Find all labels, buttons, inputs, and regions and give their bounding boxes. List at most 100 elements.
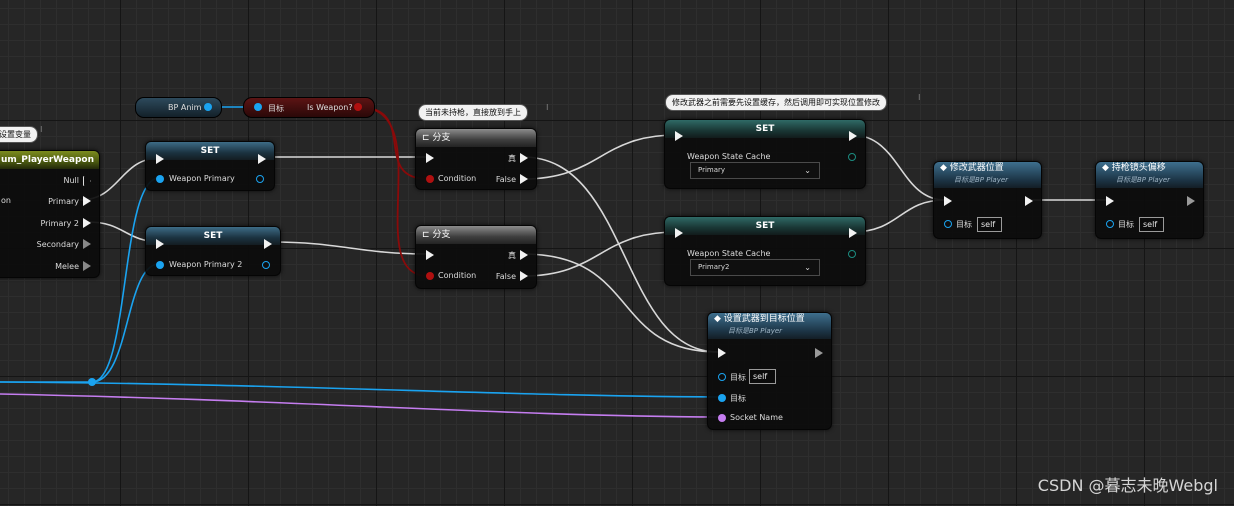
set-weapon-primary-node[interactable]: SET Weapon Primary — [145, 141, 275, 191]
comment-modify-weapon[interactable]: 修改武器之前需要先设置缓存，然后调用即可实现位置修改 — [665, 94, 887, 111]
branch-node-1[interactable]: ⊏ 分支 真 Condition False — [415, 128, 537, 190]
pin-label: Weapon State Cache — [687, 152, 771, 161]
true-label: 真 — [508, 251, 516, 260]
exec-in-pin[interactable] — [675, 228, 683, 238]
modify-weapon-position-node[interactable]: ◆ 修改武器位置 目标是BP Player 目标 self — [933, 161, 1042, 239]
weapon-state-dropdown[interactable]: Primary ⌄ — [690, 162, 820, 179]
enum-out-pin[interactable] — [848, 153, 856, 161]
node-title: SET — [755, 124, 775, 134]
object-in-pin[interactable] — [156, 175, 164, 183]
pin-label: Weapon Primary — [169, 174, 235, 183]
exec-false-pin[interactable] — [520, 271, 528, 281]
socket-name-pin[interactable] — [718, 414, 726, 422]
bp-anim-getter-node[interactable]: BP Anim — [135, 97, 222, 118]
exec-out-pin[interactable] — [1187, 196, 1195, 206]
object-out-pin[interactable] — [204, 103, 212, 111]
exec-out-pin[interactable] — [849, 131, 857, 141]
exec-out-null[interactable] — [83, 176, 91, 186]
target2-label: 目标 — [730, 394, 746, 403]
is-weapon-node[interactable]: 目标 Is Weapon? — [243, 97, 375, 118]
exec-out-primary[interactable] — [83, 196, 91, 206]
target-self-field[interactable]: self — [1139, 217, 1164, 232]
exec-out-pin[interactable] — [258, 154, 266, 164]
exec-in-pin[interactable] — [1106, 196, 1114, 206]
exec-true-pin[interactable] — [520, 250, 528, 260]
target-in-pin[interactable] — [944, 220, 952, 228]
output-label-secondary: Secondary — [36, 240, 79, 249]
bool-out-pin[interactable] — [354, 103, 362, 111]
exec-true-pin[interactable] — [520, 153, 528, 163]
exec-out-pin[interactable] — [849, 228, 857, 238]
exec-in-pin[interactable] — [156, 239, 164, 249]
pin-label: Weapon Primary 2 — [169, 260, 243, 269]
object-in-pin[interactable] — [156, 261, 164, 269]
exec-wire — [522, 253, 719, 353]
node-header: SET — [146, 142, 274, 160]
comment-set-variable[interactable]: 设置变量 — [0, 126, 38, 143]
branch-icon: ⊏ — [422, 133, 430, 143]
node-title: 修改武器位置 — [949, 163, 1004, 173]
object-out-pin[interactable] — [256, 175, 264, 183]
exec-in-pin[interactable] — [944, 196, 952, 206]
set-weapon-state-cache-node-2[interactable]: SET Weapon State Cache Primary2 ⌄ — [664, 216, 866, 286]
target-in-pin[interactable] — [718, 373, 726, 381]
node-title: 设置武器到目标位置 — [723, 314, 805, 324]
target-value: self — [753, 372, 768, 381]
exec-false-pin[interactable] — [520, 174, 528, 184]
node-title: SET — [755, 221, 775, 231]
socket-name-label: Socket Name — [730, 413, 783, 422]
comment-toggle-icon[interactable]: ⁝ — [40, 125, 43, 134]
exec-in-pin[interactable] — [426, 250, 434, 260]
weapon-state-dropdown[interactable]: Primary2 ⌄ — [690, 259, 820, 276]
node-left-fragment: on — [1, 196, 11, 205]
exec-out-melee[interactable] — [83, 261, 91, 271]
set-weapon-state-cache-node-1[interactable]: SET Weapon State Cache Primary ⌄ — [664, 119, 866, 189]
exec-in-pin[interactable] — [675, 131, 683, 141]
object-out-pin[interactable] — [262, 261, 270, 269]
target-self-field[interactable]: self — [977, 217, 1002, 232]
condition-pin[interactable] — [426, 175, 434, 183]
exec-out-primary2[interactable] — [83, 218, 91, 228]
exec-in-pin[interactable] — [156, 154, 164, 164]
enum-out-pin[interactable] — [848, 250, 856, 258]
comment-toggle-icon[interactable]: ⁝ — [918, 93, 921, 102]
false-label: False — [495, 272, 516, 281]
watermark: CSDN @暮志未晚Webgl — [1037, 476, 1218, 495]
set-weapon-primary2-node[interactable]: SET Weapon Primary 2 — [145, 226, 281, 276]
target2-in-pin[interactable] — [718, 394, 726, 402]
exec-in-pin[interactable] — [718, 348, 726, 358]
condition-pin[interactable] — [426, 272, 434, 280]
exec-in-pin[interactable] — [426, 153, 434, 163]
exec-wire — [522, 156, 719, 353]
comment-toggle-icon[interactable]: ⁝ — [546, 103, 549, 112]
false-label: False — [495, 175, 516, 184]
node-title: um_PlayerWeapon — [1, 155, 94, 165]
object-wire — [0, 381, 721, 398]
exec-wire — [851, 199, 946, 233]
target-self-field[interactable]: self — [749, 369, 776, 384]
exec-out-secondary[interactable] — [83, 239, 91, 249]
hold-gun-camera-offset-node[interactable]: ◆ 持枪镜头偏移 目标是BP Player 目标 self — [1095, 161, 1204, 239]
dropdown-value: Primary2 — [698, 263, 730, 271]
node-title: 持枪镜头偏移 — [1111, 163, 1166, 173]
node-header: ◆ 持枪镜头偏移 目标是BP Player — [1096, 162, 1203, 188]
exec-out-pin[interactable] — [1025, 196, 1033, 206]
comment-not-holding[interactable]: 当前未持枪，直接放到手上 — [418, 104, 528, 121]
target-in-pin[interactable] — [254, 103, 262, 111]
branch-node-2[interactable]: ⊏ 分支 真 Condition False — [415, 225, 537, 289]
exec-wire — [522, 231, 677, 277]
target-in-pin[interactable] — [1106, 220, 1114, 228]
exec-wire — [271, 241, 429, 255]
node-title: SET — [203, 231, 223, 241]
target-label: 目标 — [956, 220, 972, 229]
set-weapon-to-target-node[interactable]: ◆ 设置武器到目标位置 目标是BP Player 目标 self 目标 Sock… — [707, 312, 832, 430]
pin-label: Weapon State Cache — [687, 249, 771, 258]
exec-out-pin[interactable] — [264, 239, 272, 249]
dropdown-value: Primary — [698, 166, 726, 174]
exec-wire — [851, 134, 946, 201]
target-value: self — [981, 220, 996, 229]
node-header: um_PlayerWeapon — [0, 151, 99, 169]
switch-on-enum-node[interactable]: um_PlayerWeapon on Null Primary Primary … — [0, 150, 100, 278]
exec-out-pin[interactable] — [815, 348, 823, 358]
